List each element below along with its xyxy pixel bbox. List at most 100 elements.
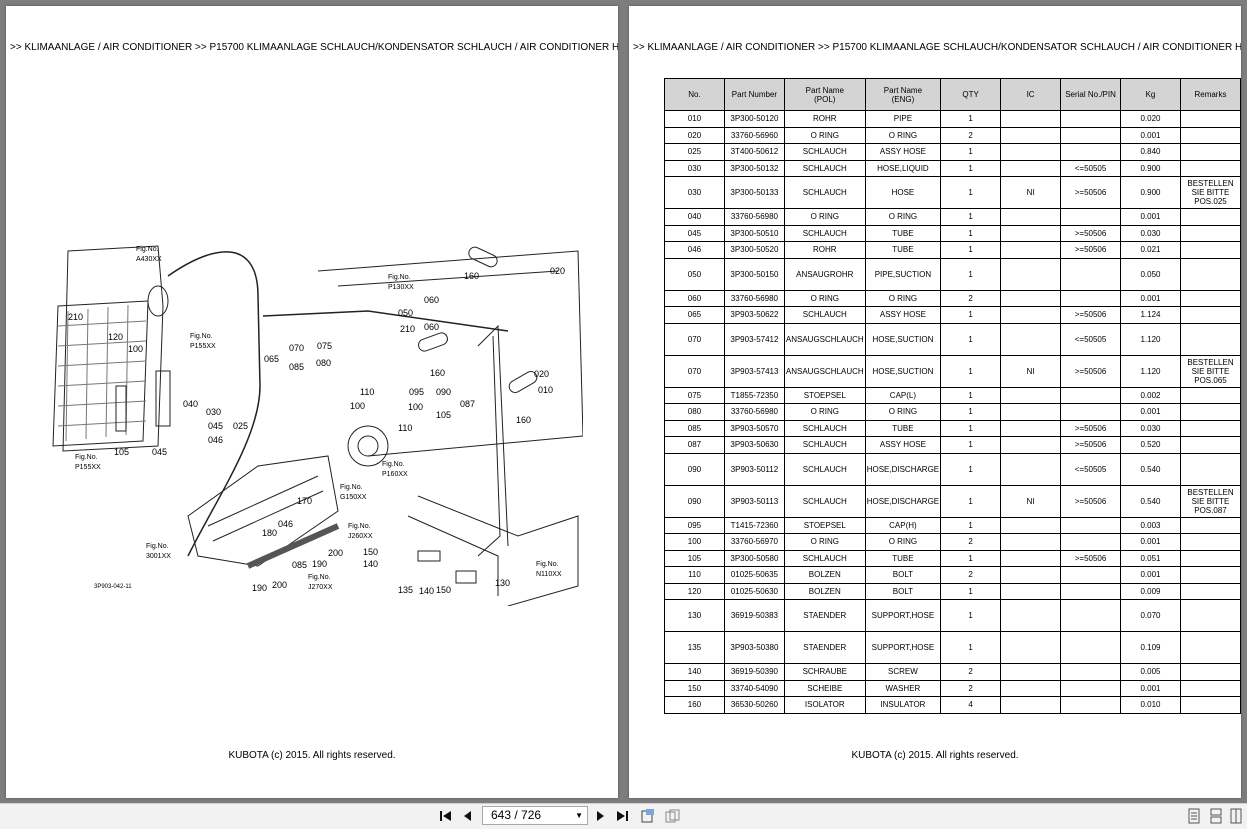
cell-qty: 1 — [940, 631, 1002, 664]
cell-serial: <=50505 — [1060, 159, 1122, 177]
svg-text:105: 105 — [436, 410, 451, 420]
cell-qty: 1 — [940, 386, 1002, 404]
cell-qty: 2 — [940, 566, 1002, 584]
cell-remarks: BESTELLEN SIE BITTE POS.025 — [1179, 176, 1241, 209]
svg-text:Fig.No.: Fig.No. — [146, 543, 169, 550]
cell-no: 160 — [664, 696, 725, 714]
cell-serial: >=50506 — [1060, 419, 1122, 437]
cell-kg: 0.001 — [1120, 679, 1181, 697]
cell-part-number: 36530-50260 — [723, 696, 785, 714]
cell-kg: 0.002 — [1120, 386, 1181, 404]
prev-page-icon[interactable] — [460, 808, 476, 824]
cell-part-number: 3P300-50580 — [723, 549, 785, 567]
fit-page-icon[interactable] — [640, 808, 656, 824]
cell-serial: <=50505 — [1060, 452, 1122, 486]
cell-serial: >=50506 — [1060, 241, 1122, 259]
cell-part-name-eng: HOSE — [864, 176, 942, 209]
cell-ic — [1000, 306, 1062, 324]
cell-ic — [1000, 436, 1062, 454]
cell-part-name-pol: SCHLAUCH — [783, 419, 866, 437]
svg-text:045: 045 — [208, 421, 223, 431]
cell-no: 135 — [664, 631, 725, 664]
viewer-toolbar: 643 / 726 ▼ — [0, 803, 1247, 829]
svg-text:025: 025 — [233, 421, 248, 431]
svg-text:090: 090 — [436, 387, 451, 397]
svg-text:Fig.No.: Fig.No. — [340, 484, 363, 491]
cell-remarks: BESTELLEN SIE BITTE POS.087 — [1179, 484, 1241, 518]
cell-ic — [1000, 533, 1062, 551]
cell-remarks — [1179, 110, 1241, 128]
svg-text:045: 045 — [152, 447, 167, 457]
cell-remarks — [1179, 208, 1241, 226]
cell-part-number: 3P903-50112 — [723, 452, 785, 486]
cell-kg: 0.010 — [1120, 696, 1181, 714]
diagram-code: 3P903-042-11 — [94, 584, 132, 590]
cell-remarks — [1179, 322, 1241, 356]
cell-qty: 1 — [940, 176, 1002, 209]
scroll-icon[interactable] — [1228, 808, 1244, 824]
cell-part-name-pol: ANSAUGROHR — [783, 257, 866, 291]
cell-no: 020 — [664, 126, 725, 144]
cell-ic — [1000, 452, 1062, 486]
cell-no: 040 — [664, 208, 725, 226]
svg-text:100: 100 — [128, 344, 143, 354]
svg-text:140: 140 — [419, 586, 434, 596]
cell-kg: 0.070 — [1120, 599, 1181, 632]
cell-no: 085 — [664, 419, 725, 437]
condenser-frame — [62, 245, 164, 452]
next-page-icon[interactable] — [592, 808, 608, 824]
cell-qty: 2 — [940, 533, 1002, 551]
cell-no: 060 — [664, 289, 725, 307]
cell-qty: 1 — [940, 143, 1002, 161]
cell-no: 105 — [664, 549, 725, 567]
cell-ic — [1000, 159, 1062, 177]
cell-part-number: 33760-56970 — [723, 533, 785, 551]
svg-text:J260XX: J260XX — [348, 533, 373, 540]
cell-part-name-pol: SCHLAUCH — [783, 436, 866, 454]
cell-qty: 2 — [940, 663, 1002, 681]
cell-kg: 1.124 — [1120, 306, 1181, 324]
cell-serial — [1060, 533, 1122, 551]
svg-text:P130XX: P130XX — [388, 284, 414, 291]
last-page-icon[interactable] — [614, 808, 630, 824]
rotate-icon[interactable] — [664, 808, 680, 824]
page-number-select[interactable]: 643 / 726 ▼ — [482, 806, 588, 825]
cell-serial — [1060, 257, 1122, 291]
two-page-icon[interactable] — [1208, 808, 1224, 824]
cell-ic: NI — [1000, 176, 1062, 209]
svg-text:087: 087 — [460, 399, 475, 409]
cell-serial: >=50506 — [1060, 354, 1122, 388]
cell-part-number: 3P903-50380 — [723, 631, 785, 664]
cell-part-number: 01025-50630 — [723, 582, 785, 600]
cell-no: 095 — [664, 516, 725, 534]
svg-text:110: 110 — [360, 387, 374, 397]
svg-text:210: 210 — [68, 312, 83, 322]
single-page-icon[interactable] — [1186, 808, 1202, 824]
cell-part-name-eng: CAP(L) — [864, 386, 942, 404]
cell-ic — [1000, 696, 1062, 714]
cell-part-number: T1415-72360 — [723, 516, 785, 534]
cell-part-number: 3P903-57412 — [723, 322, 785, 356]
cell-qty: 1 — [940, 224, 1002, 242]
first-page-icon[interactable] — [438, 808, 454, 824]
fig-ref-a430: Fig.No. — [136, 246, 159, 253]
cell-ic: NI — [1000, 484, 1062, 518]
cell-part-name-pol: SCHLAUCH — [783, 306, 866, 324]
svg-text:100: 100 — [408, 402, 423, 412]
cell-part-name-pol: SCHLAUCH — [783, 452, 866, 486]
cell-part-name-pol: SCHEIBE — [783, 679, 866, 697]
cell-part-name-eng: INSULATOR — [864, 696, 942, 714]
